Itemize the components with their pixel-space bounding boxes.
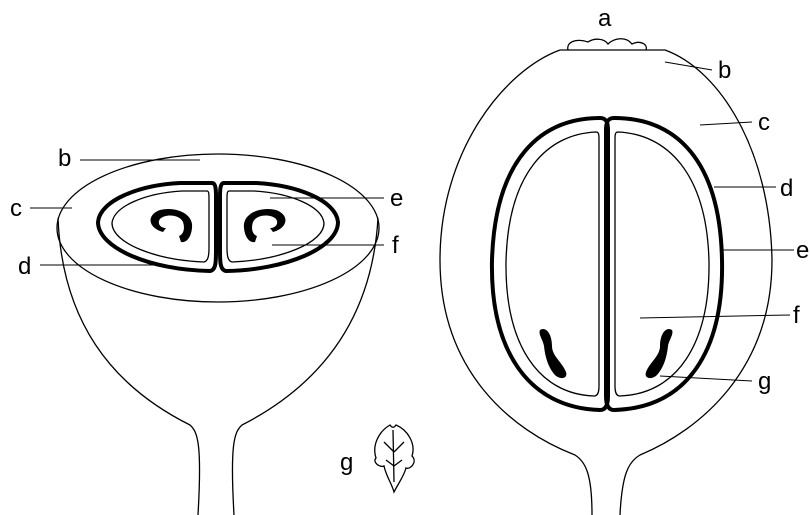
label-left-c: c [10,195,22,222]
label-right-e: e [796,237,809,264]
leader-right-f [640,315,790,318]
right-embryo-2 [646,329,673,378]
leader-right-c [700,122,752,125]
label-right-d: d [780,175,793,202]
leader-right-b [665,62,712,70]
label-right-f: f [793,302,800,329]
left-embryo-1 [151,209,193,242]
right-seed-parchment-2 [606,118,722,410]
left-fruit-cup [58,218,378,515]
left-embryo-2 [244,209,286,242]
label-left-e: e [390,185,403,212]
label-right-b: b [718,57,731,84]
label-inset-g: g [340,449,353,476]
right-figure: a b c d e f g [440,5,809,515]
right-disc [568,39,647,50]
right-embryo-1 [540,329,567,378]
label-right-g: g [758,368,771,395]
inset-embryo: g [340,425,414,492]
label-left-d: d [18,253,31,280]
label-left-f: f [392,232,399,259]
label-left-b: b [58,145,71,172]
label-right-a: a [598,5,612,32]
label-right-c: c [758,109,770,136]
